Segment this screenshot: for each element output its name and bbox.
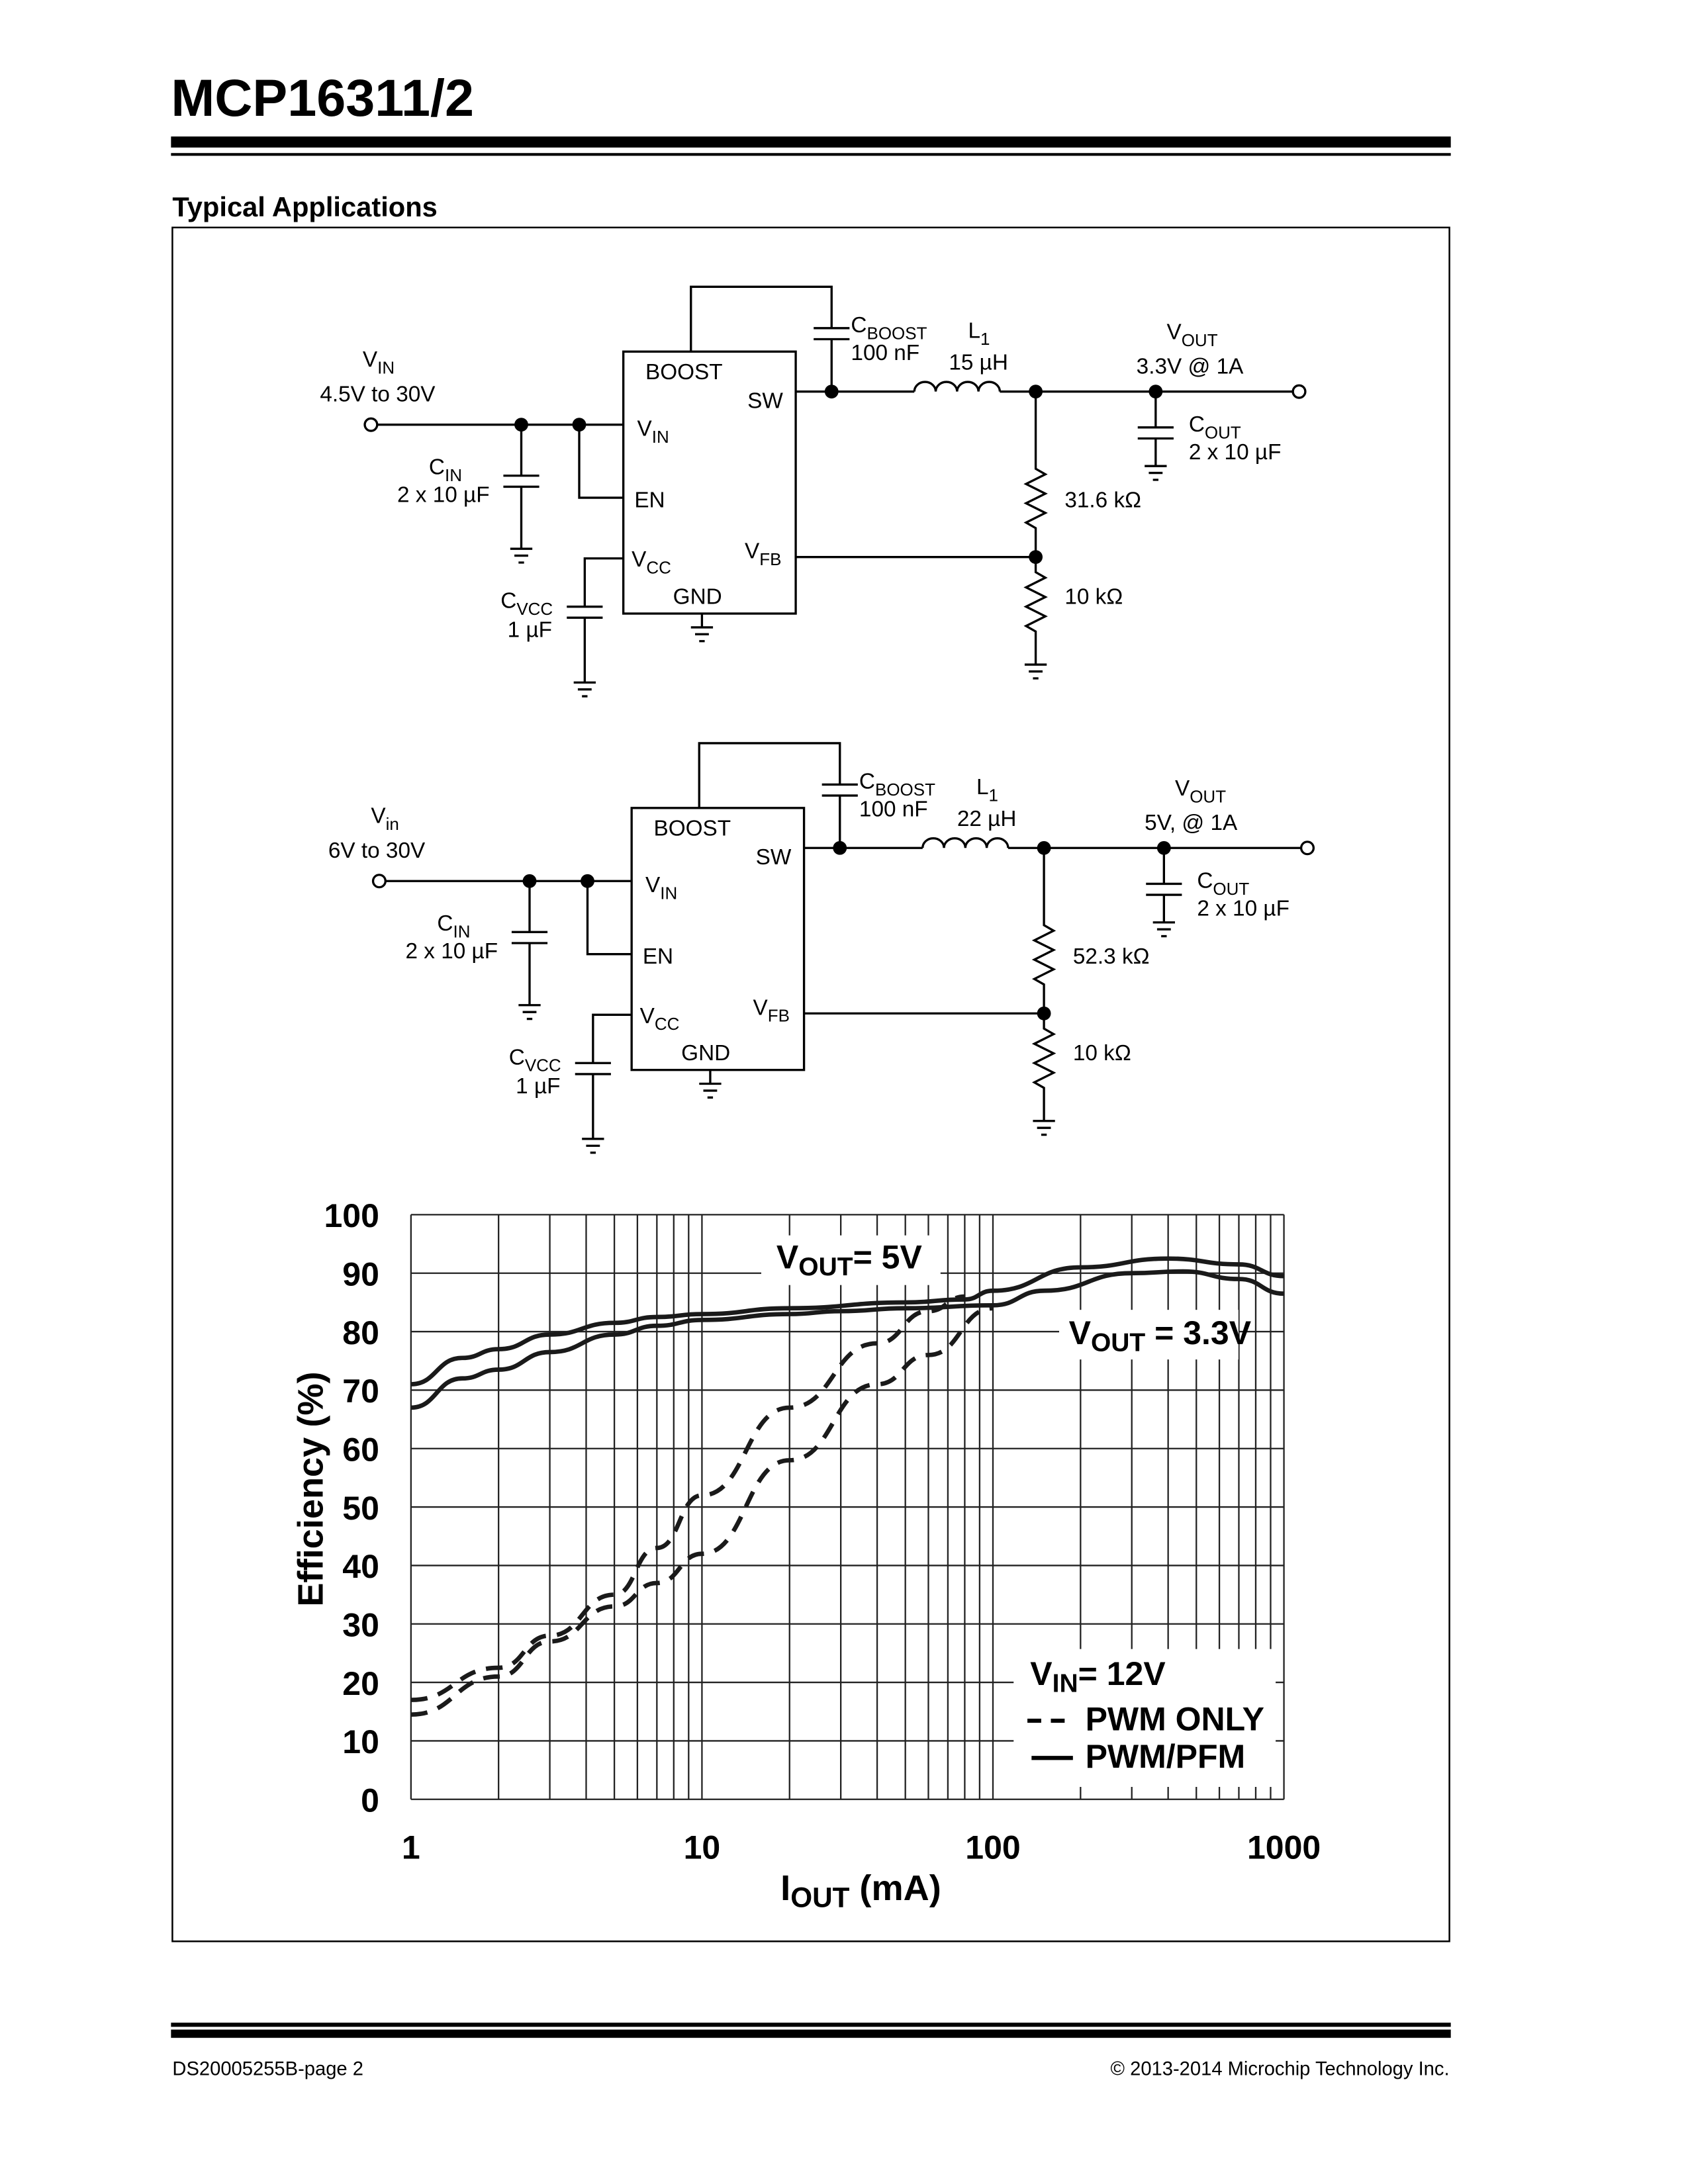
section-title: Typical Applications: [172, 191, 437, 222]
l1-label: L1: [968, 318, 990, 348]
y-tick-label: 40: [342, 1548, 379, 1585]
pin-vfb: VFB: [745, 539, 781, 569]
cin-value: 2 x 10 µF: [406, 939, 498, 964]
r-bottom-value: 10 kΩ: [1073, 1041, 1131, 1066]
cvcc-value: 1 µF: [508, 618, 552, 643]
pin-gnd: GND: [681, 1041, 730, 1066]
l1-value: 22 µH: [957, 807, 1017, 831]
y-tick-label: 80: [342, 1314, 379, 1351]
vin-label: Vin: [371, 804, 399, 834]
pin-gnd: GND: [673, 585, 722, 610]
annotation-background: [1059, 1310, 1239, 1360]
vout-value: 5V, @ 1A: [1145, 811, 1238, 835]
y-axis-label: Efficiency (%): [291, 1371, 330, 1606]
annotation-vout-5v: VOUT= 5V: [776, 1239, 923, 1281]
cout-value: 2 x 10 µF: [1197, 896, 1289, 921]
pin-vin: VIN: [637, 416, 669, 446]
pin-vcc: VCC: [640, 1004, 680, 1034]
y-tick-label: 90: [342, 1256, 379, 1293]
pin-boost: BOOST: [645, 360, 723, 385]
y-tick-label: 60: [342, 1431, 379, 1468]
series-line-3: [410, 1306, 994, 1717]
footer-copyright: © 2013-2014 Microchip Technology Inc.: [1111, 2058, 1450, 2079]
footer-doc-number: DS20005255B-page 2: [172, 2058, 363, 2079]
series-line-1: [410, 1269, 1284, 1410]
figure-frame: [171, 226, 1450, 1942]
x-tick-label: 100: [965, 1829, 1020, 1866]
pin-vin: VIN: [645, 873, 677, 903]
legend-pwm-only: PWM ONLY: [1086, 1701, 1264, 1738]
cvcc-label: CVCC: [509, 1045, 561, 1075]
x-tick-label: 1000: [1247, 1829, 1321, 1866]
legend-title: VIN= 12V: [1030, 1655, 1166, 1698]
cout-label: COUT: [1197, 869, 1249, 899]
vout-value: 3.3V @ 1A: [1137, 355, 1244, 379]
y-tick-label: 70: [342, 1373, 379, 1410]
series-line-0: [410, 1256, 1284, 1387]
cin-label: CIN: [437, 911, 470, 941]
vin-range: 4.5V to 30V: [320, 382, 436, 406]
cin-value: 2 x 10 µF: [397, 482, 490, 507]
pin-sw: SW: [747, 389, 783, 414]
pin-boost: BOOST: [654, 816, 731, 841]
cboost-label: CBOOST: [851, 313, 927, 343]
annotation-background: [1013, 1649, 1276, 1787]
y-tick-label: 20: [342, 1665, 379, 1702]
pin-en: EN: [643, 944, 673, 969]
pin-en: EN: [634, 488, 665, 513]
pin-sw: SW: [756, 845, 792, 870]
pin-vcc: VCC: [632, 547, 671, 577]
r-top-value: 31.6 kΩ: [1064, 488, 1141, 513]
cboost-value: 100 nF: [859, 797, 928, 821]
header-rule-thick: [171, 136, 1451, 148]
cboost-value: 100 nF: [851, 341, 919, 365]
document-title: MCP16311/2: [171, 68, 474, 127]
legend-pwm-pfm: PWM/PFM: [1086, 1738, 1246, 1775]
r-top-value: 52.3 kΩ: [1073, 944, 1150, 969]
x-axis-label: IOUT (mA): [780, 1868, 941, 1913]
vin-range: 6V to 30V: [328, 839, 426, 863]
annotation-background: [761, 1235, 941, 1285]
cboost-label: CBOOST: [859, 770, 935, 799]
footer-rule-thick: [171, 2023, 1451, 2027]
annotation-vout-3v3: VOUT = 3.3V: [1069, 1314, 1252, 1357]
header-rule-thin: [171, 153, 1451, 156]
series-line-2: [410, 1294, 965, 1702]
vout-label: VOUT: [1175, 776, 1226, 806]
y-tick-label: 50: [342, 1490, 379, 1527]
cout-value: 2 x 10 µF: [1189, 440, 1282, 465]
y-tick-label: 0: [361, 1782, 379, 1819]
x-tick-label: 10: [684, 1829, 721, 1866]
pin-vfb: VFB: [753, 995, 790, 1025]
x-tick-label: 1: [402, 1829, 420, 1866]
y-tick-label: 10: [342, 1723, 379, 1760]
r-bottom-value: 10 kΩ: [1064, 585, 1123, 610]
cvcc-value: 1 µF: [516, 1074, 560, 1099]
y-tick-label: 100: [324, 1197, 379, 1234]
vin-label: VIN: [363, 347, 395, 377]
cin-label: CIN: [429, 455, 462, 485]
l1-label: L1: [976, 775, 998, 805]
l1-value: 15 µH: [949, 350, 1008, 375]
y-tick-label: 30: [342, 1607, 379, 1644]
footer-rule-thick-2: [171, 2029, 1451, 2038]
cout-label: COUT: [1189, 412, 1241, 442]
cvcc-label: CVCC: [500, 589, 553, 619]
vout-label: VOUT: [1167, 320, 1218, 350]
